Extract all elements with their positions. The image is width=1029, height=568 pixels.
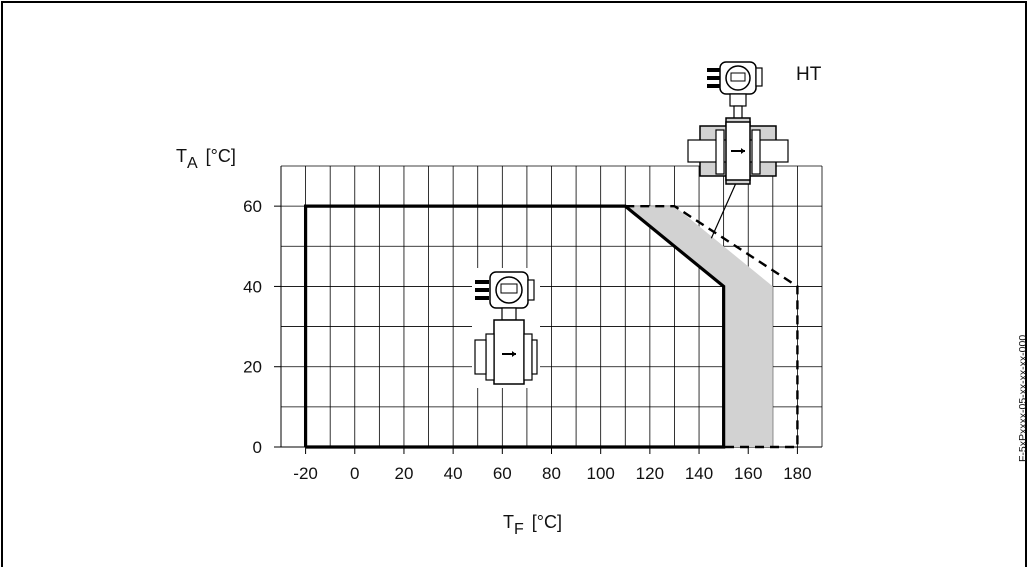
standard-transmitter-icon (472, 268, 540, 388)
x-tick-label: 80 (542, 464, 561, 483)
y-tick-label: 20 (243, 358, 262, 377)
x-axis-ticks: -20 0 20 40 60 80 100 120 140 160 180 (293, 447, 812, 483)
y-axis-subscript: A (187, 155, 198, 172)
x-axis-symbol: T (503, 512, 514, 532)
standard-range-outline (303, 204, 726, 449)
y-tick-label: 0 (253, 438, 262, 457)
y-axis-ticks: 0 20 40 60 (243, 197, 281, 457)
x-tick-label: 40 (444, 464, 463, 483)
y-axis-unit: [°C] (206, 146, 236, 166)
x-tick-label: 20 (394, 464, 413, 483)
ht-label: HT (796, 64, 822, 85)
x-tick-label: 100 (586, 464, 614, 483)
x-tick-label: -20 (293, 464, 318, 483)
ht-transmitter-icon (687, 61, 789, 185)
x-axis-unit: [°C] (532, 512, 562, 532)
figure-code: F-5xPxxxx-05-xx-xx-xx-000 (1017, 334, 1029, 462)
y-tick-label: 60 (243, 197, 262, 216)
x-tick-label: 140 (685, 464, 713, 483)
y-axis-symbol: T (176, 146, 187, 166)
x-tick-label: 160 (734, 464, 762, 483)
y-axis-title: TA [°C] (176, 146, 236, 172)
x-tick-label: 120 (636, 464, 664, 483)
x-tick-label: 180 (783, 464, 811, 483)
x-tick-label: 0 (350, 464, 359, 483)
ht-pointer-line (710, 182, 737, 239)
y-tick-label: 40 (243, 277, 262, 296)
ht-range-outline (625, 204, 799, 449)
x-axis-subscript: F (514, 521, 524, 538)
ht-shaded-region (625, 206, 773, 447)
x-axis-title: TF [°C] (503, 512, 562, 538)
x-tick-label: 60 (493, 464, 512, 483)
